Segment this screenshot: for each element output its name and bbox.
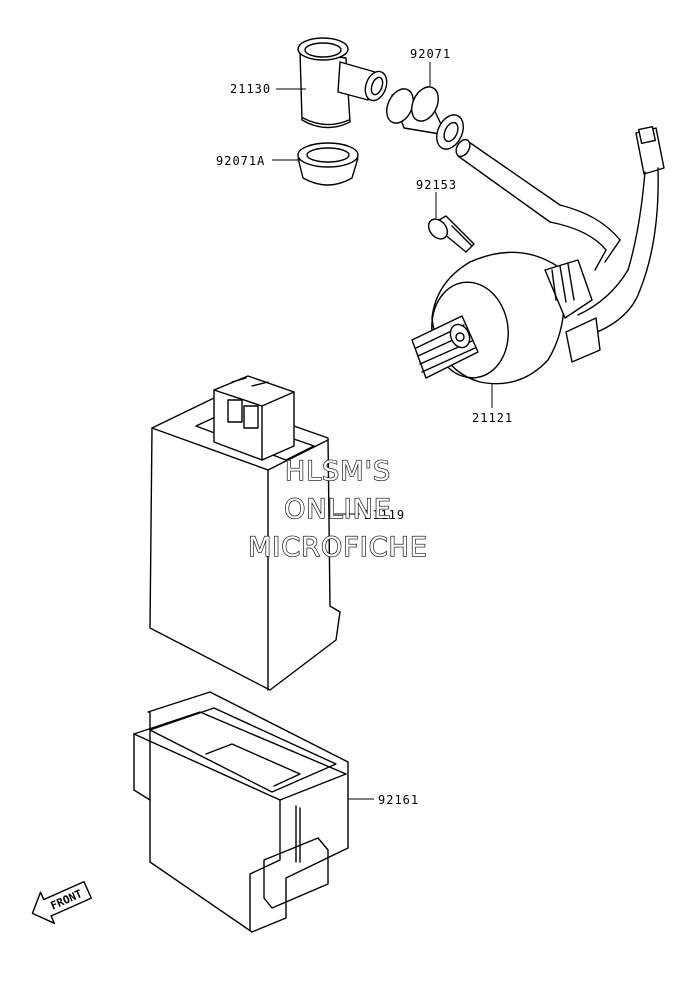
bolt[interactable] xyxy=(425,215,475,253)
high-tension-lead xyxy=(455,138,621,251)
label-21121: 21121 xyxy=(472,411,513,425)
label-21119: 21119 xyxy=(364,508,405,522)
label-21130: 21130 xyxy=(230,82,271,96)
label-92161: 92161 xyxy=(378,793,419,807)
watermark-line-3: MICROFICHE xyxy=(248,532,428,563)
label-92071: 92071 xyxy=(410,47,451,61)
ignition-coil[interactable] xyxy=(411,251,601,385)
label-92153: 92153 xyxy=(416,178,457,192)
igniter-case[interactable] xyxy=(133,691,349,933)
front-arrow: FRONT xyxy=(31,880,93,925)
label-92071A: 92071A xyxy=(216,154,265,168)
igniter-unit[interactable] xyxy=(149,375,341,691)
seal-ring[interactable] xyxy=(297,142,359,186)
watermark-line-1: HLSM'S xyxy=(285,456,391,487)
leader-lines xyxy=(272,62,493,800)
spark-plug-cap[interactable] xyxy=(297,37,391,129)
wire-connector[interactable] xyxy=(577,125,665,336)
watermark-line-2: ONLINE xyxy=(284,494,392,525)
grommet[interactable] xyxy=(382,83,469,154)
